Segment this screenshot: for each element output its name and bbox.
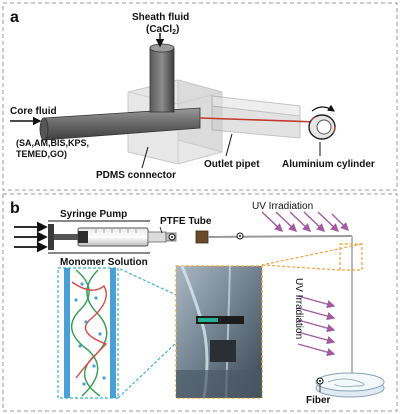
sheath-fluid-label: Sheath fluid bbox=[132, 12, 189, 23]
aluminium-cylinder-label: Aluminium cylinder bbox=[282, 159, 375, 170]
fiber-schematic bbox=[58, 268, 118, 398]
syringe-pump-label: Syringe Pump bbox=[60, 209, 127, 220]
sheath-formula-label: (CaCl2) bbox=[146, 24, 179, 36]
uv-irradiation-side-label: UV Irradiation bbox=[293, 278, 304, 339]
microscope-photo bbox=[176, 266, 262, 398]
pdms-connector-label: PDMS connector bbox=[96, 170, 176, 181]
uv-arrows-top bbox=[262, 212, 348, 231]
panel-b-label: b bbox=[10, 200, 20, 217]
aluminium-cylinder-icon bbox=[309, 115, 335, 139]
fiber-label: Fiber bbox=[306, 395, 331, 406]
ptfe-tube-line bbox=[208, 236, 352, 237]
outlet-pipet-tube bbox=[212, 96, 300, 138]
core-fluid-label: Core fluid bbox=[10, 106, 57, 117]
outlet-pointer-line bbox=[226, 134, 232, 156]
panel-a: a bbox=[3, 3, 397, 190]
syringe-icon bbox=[48, 224, 176, 250]
rotation-arrow-icon bbox=[312, 107, 334, 111]
uv-irradiation-top-label: UV Irradiation bbox=[252, 201, 313, 212]
zoom-guide-orange bbox=[262, 244, 362, 270]
core-components-line1: (SA,AM,BIS,KPS, bbox=[16, 138, 89, 148]
petri-dish-icon bbox=[316, 373, 384, 397]
monomer-solution-label: Monomer Solution bbox=[60, 257, 148, 268]
sheath-fluid-pipe bbox=[150, 44, 174, 112]
ptfe-tube-label: PTFE Tube bbox=[160, 216, 212, 227]
tube-fitting bbox=[196, 231, 208, 243]
panel-b: b bbox=[3, 194, 397, 411]
core-components-line2: TEMED,GO) bbox=[16, 149, 67, 159]
panel-a-label: a bbox=[10, 9, 19, 26]
outlet-pipet-label: Outlet pipet bbox=[204, 159, 260, 170]
